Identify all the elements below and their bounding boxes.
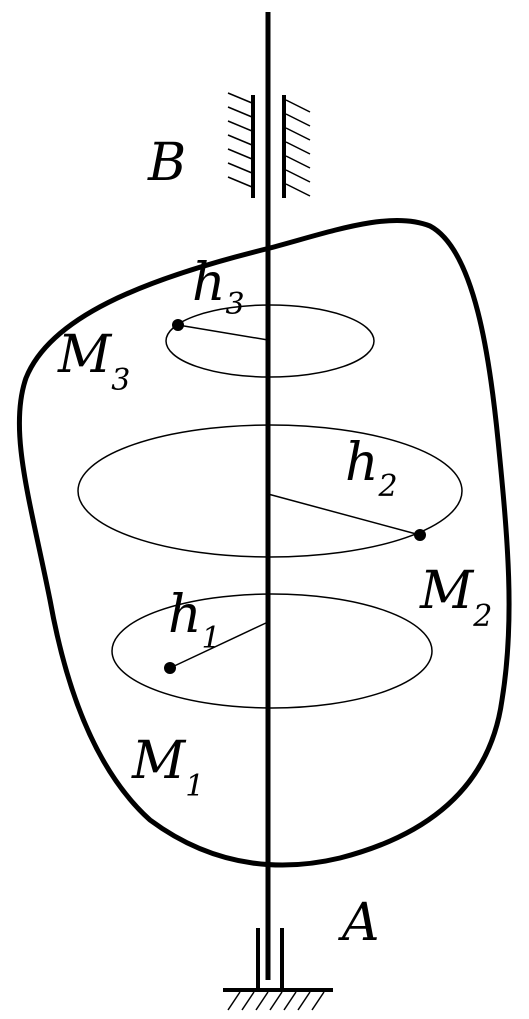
bearing-b-hatch-right bbox=[285, 99, 311, 197]
point-m1 bbox=[164, 662, 176, 674]
circle-m3 bbox=[165, 304, 375, 378]
bearing-b bbox=[227, 92, 311, 198]
label-h3: h3 bbox=[192, 253, 245, 322]
label-m2: M2 bbox=[419, 561, 492, 634]
circle-m1 bbox=[111, 593, 433, 709]
radius-h3 bbox=[177, 324, 269, 341]
label-a: A bbox=[338, 893, 380, 953]
label-h2: h2 bbox=[345, 433, 398, 504]
label-m1: M1 bbox=[131, 731, 204, 804]
bearing-a bbox=[223, 928, 333, 1011]
point-m2 bbox=[414, 529, 426, 541]
radius-h1 bbox=[169, 621, 269, 669]
bearing-b-hatch-left bbox=[227, 92, 253, 188]
radius-h2 bbox=[267, 493, 421, 536]
body-outline bbox=[16, 218, 512, 868]
point-m3 bbox=[172, 319, 184, 331]
circle-m2 bbox=[77, 424, 463, 558]
label-m3: M3 bbox=[57, 325, 130, 398]
bearing-a-hatch bbox=[227, 991, 325, 1011]
label-b: B bbox=[147, 133, 186, 193]
label-h1: h1 bbox=[168, 585, 221, 656]
